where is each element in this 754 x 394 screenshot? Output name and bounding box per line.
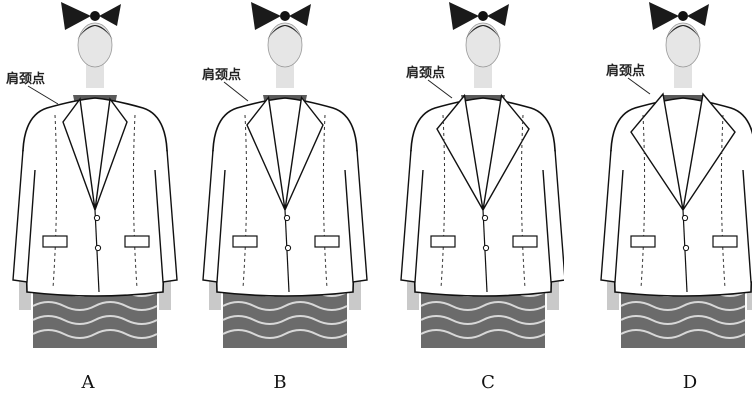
head (465, 22, 501, 68)
option-letter-b: B (273, 372, 287, 393)
annotation-label: 肩颈点 (6, 72, 46, 87)
bow-left (61, 2, 91, 30)
button-top (481, 214, 489, 222)
seam-right (322, 114, 328, 289)
bow-right (99, 4, 121, 26)
annotation-arrow (223, 81, 249, 102)
head (665, 22, 701, 68)
bow-knot (678, 11, 688, 21)
jacket (600, 92, 752, 297)
option-letter-a: A (81, 372, 95, 393)
annotation-arrow (427, 79, 453, 99)
seam-right (720, 114, 726, 289)
bow-knot (280, 11, 290, 21)
annotation-label: 肩颈点 (406, 66, 446, 81)
pocket-left (232, 235, 258, 248)
bow-left (649, 2, 679, 30)
bow-knot (478, 11, 488, 21)
annotation-arrow (27, 85, 59, 105)
jacket (12, 97, 178, 297)
button-top (283, 214, 291, 222)
jacket (400, 93, 564, 297)
lapel-left (62, 97, 96, 211)
button-top (93, 214, 101, 222)
seam-left (640, 114, 646, 289)
lapel-left (630, 92, 684, 211)
center-front (94, 209, 100, 293)
pocket-right (712, 235, 738, 248)
seam-left (440, 114, 446, 289)
seam-right (520, 114, 526, 289)
lapel-left (246, 95, 286, 211)
pocket-left (430, 235, 456, 248)
panel-c-drawing (400, 2, 564, 348)
button-bottom (682, 244, 690, 252)
option-letter-c: C (481, 372, 495, 393)
panel-c: 肩颈点 C (376, 0, 564, 394)
bow-right (487, 4, 509, 26)
button-bottom (94, 244, 102, 252)
hair (665, 25, 701, 40)
bow-right (687, 4, 709, 26)
panel-d: 肩颈点 D (564, 0, 752, 394)
head (267, 22, 303, 68)
hair (267, 25, 303, 40)
panel-a: 肩颈点 A (0, 0, 188, 394)
seam-left (242, 114, 248, 289)
lapel-right (284, 95, 324, 211)
lapel-right (482, 93, 530, 211)
neck (86, 62, 104, 88)
head (77, 22, 113, 68)
center-front (284, 209, 290, 293)
lapel-right (94, 97, 128, 211)
bow-knot (90, 11, 100, 21)
neck (474, 62, 492, 88)
pocket-right (124, 235, 150, 248)
panel-d-drawing (600, 2, 752, 348)
seam-left (52, 114, 58, 289)
annotation-label: 肩颈点 (606, 64, 646, 79)
jacket (202, 95, 368, 297)
neck (674, 62, 692, 88)
panel-a-drawing (12, 2, 178, 348)
pocket-left (630, 235, 656, 248)
pocket-left (42, 235, 68, 248)
annotation-label: 肩颈点 (202, 68, 242, 83)
hair (465, 25, 501, 40)
panel-b: 肩颈点 B (188, 0, 376, 394)
center-front (682, 209, 688, 293)
center-front (482, 209, 488, 293)
bow-right (289, 4, 311, 26)
button-bottom (284, 244, 292, 252)
lapel-right (682, 92, 736, 211)
pocket-right (314, 235, 340, 248)
annotation-arrow (627, 77, 651, 95)
bow-left (449, 2, 479, 30)
hair (77, 25, 113, 40)
neck (276, 62, 294, 88)
option-letter-d: D (682, 372, 698, 393)
button-top (681, 214, 689, 222)
seam-right (132, 114, 138, 289)
lapel-left (436, 93, 484, 211)
button-bottom (482, 244, 490, 252)
bow-left (251, 2, 281, 30)
pocket-right (512, 235, 538, 248)
panel-b-drawing (202, 2, 368, 348)
